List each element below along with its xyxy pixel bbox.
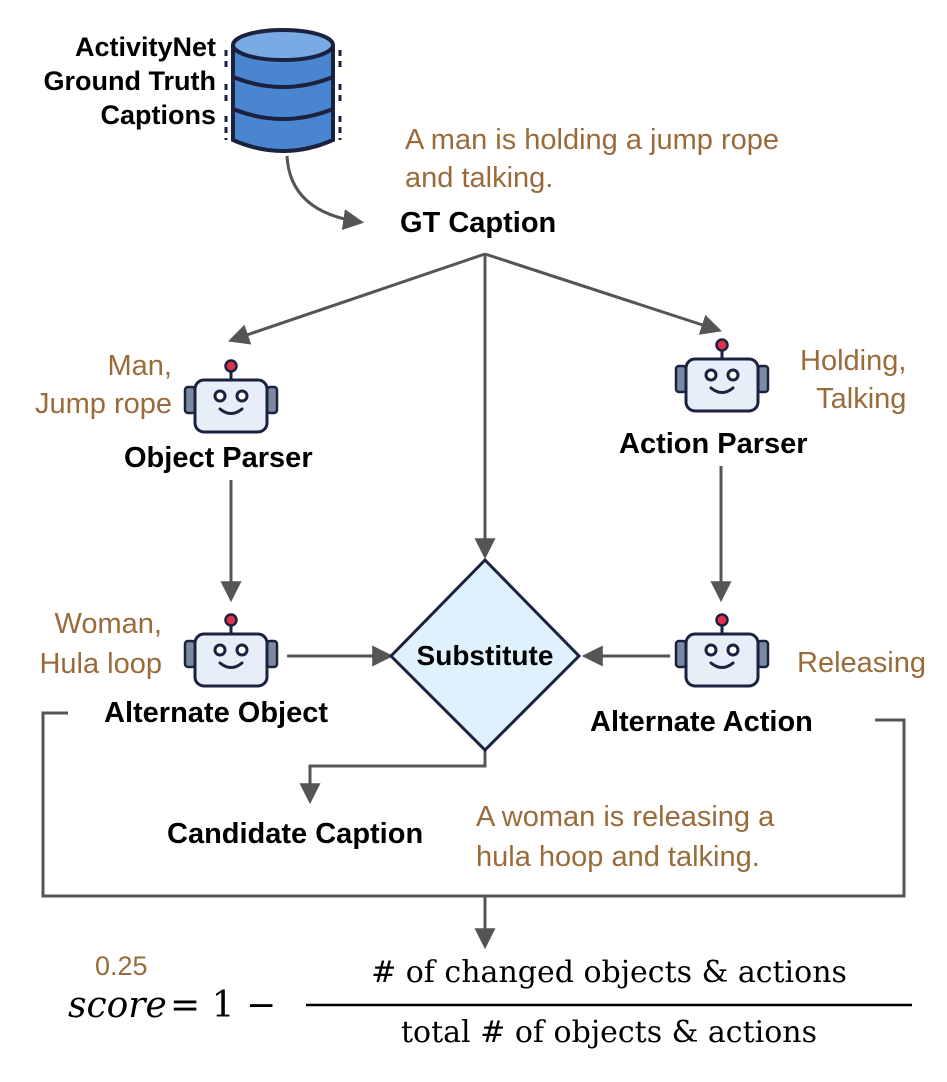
action-parser-output: Holding, Talking — [800, 342, 906, 418]
object-parser-label: Object Parser — [124, 442, 313, 474]
database-title-line: Captions — [100, 100, 216, 130]
candidate-caption-example-line: hula hoop and talking. — [476, 841, 760, 873]
candidate-caption-example-line: A woman is releasing a — [476, 801, 775, 833]
substitute-diamond — [388, 557, 582, 753]
score-equals-one-minus: = 1 − — [170, 985, 277, 1026]
score-value: 0.25 — [95, 951, 148, 981]
arrow-gt-to-action-parser — [484, 252, 722, 335]
object-parser-output: Man, Jump rope — [35, 347, 172, 423]
score-numerator: # of changed objects & actions — [371, 955, 847, 990]
gt-caption-example-line: A man is holding a jump rope — [405, 124, 779, 156]
score-lhs: score — [68, 985, 167, 1026]
database-icon — [224, 28, 342, 153]
gt-caption-example: A man is holding a jump rope and talking… — [405, 121, 779, 197]
alternate-action-output: Releasing — [797, 647, 926, 679]
robot-icon — [674, 613, 770, 688]
database-title-line: Ground Truth — [43, 66, 216, 96]
arrow-db-to-gt — [285, 155, 365, 231]
substitute-label: Substitute — [416, 640, 554, 671]
database-title-line: ActivityNet — [74, 32, 216, 62]
candidate-caption-example: A woman is releasing a hula hoop and tal… — [476, 797, 774, 877]
alternate-object-output-line: Hula loop — [39, 648, 162, 680]
arrow-gt-to-object-parser — [228, 252, 486, 345]
bracket-right — [485, 718, 906, 898]
robot-icon — [674, 338, 770, 413]
alternate-action-label: Alternate Action — [590, 706, 813, 738]
action-parser-label: Action Parser — [619, 428, 808, 460]
gt-caption-example-line: and talking. — [405, 162, 554, 194]
action-parser-output-line: Talking — [816, 383, 907, 415]
candidate-caption-label: Candidate Caption — [167, 818, 424, 850]
robot-icon — [183, 359, 279, 434]
alternate-object-output: Woman, Hula loop — [39, 604, 162, 684]
action-parser-output-line: Holding, — [800, 345, 907, 377]
arrow-substitute-to-candidate — [299, 750, 487, 805]
alternate-object-output-line: Woman, — [54, 608, 162, 640]
alternate-object-label: Alternate Object — [104, 697, 328, 729]
object-parser-output-line: Man, — [107, 350, 172, 382]
object-parser-output-line: Jump rope — [34, 388, 172, 420]
bracket-left — [41, 711, 485, 898]
database-title: ActivityNet Ground Truth Captions — [44, 30, 216, 132]
score-denominator: total # of objects & actions — [400, 1015, 818, 1050]
robot-icon — [183, 613, 279, 688]
gt-caption-label: GT Caption — [400, 207, 557, 239]
